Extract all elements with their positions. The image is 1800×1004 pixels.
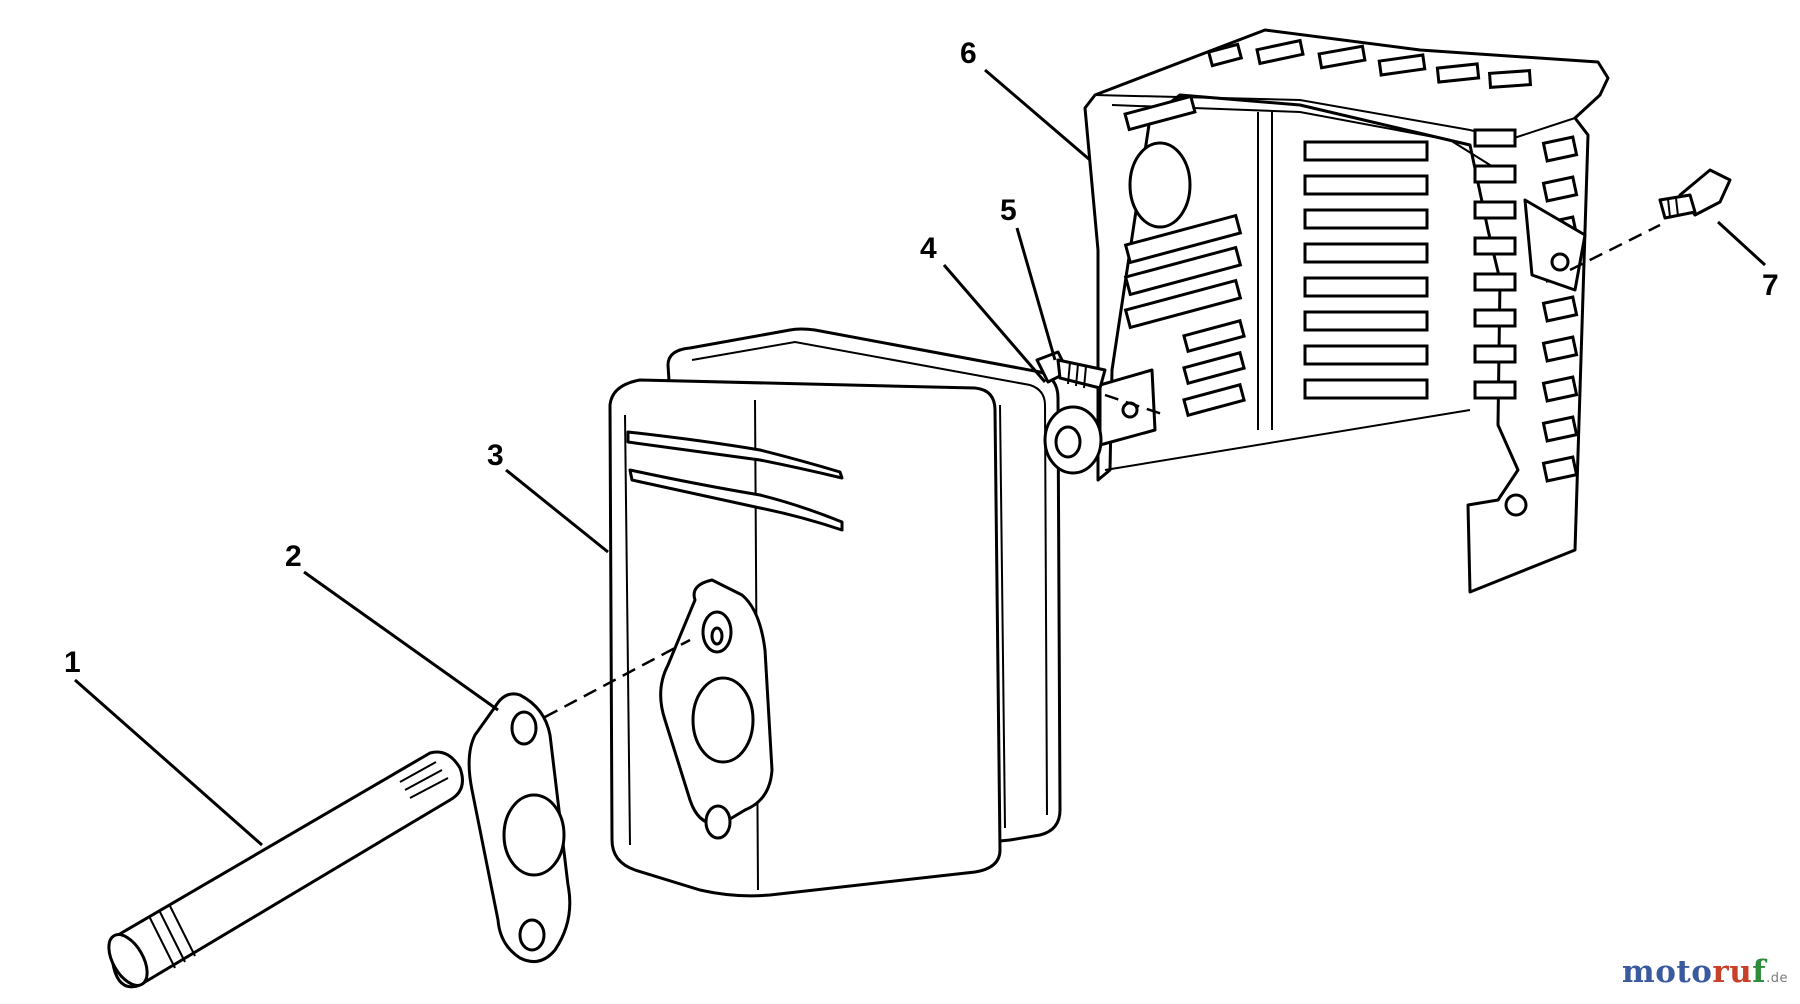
muffler — [608, 327, 1062, 898]
leader-line-3 — [505, 468, 609, 554]
leader-line-2 — [303, 570, 499, 712]
leader-line-6 — [984, 68, 1091, 162]
callout-2: 2 — [285, 540, 302, 573]
leader-line-1 — [74, 678, 263, 847]
callout-3: 3 — [487, 439, 504, 472]
flange-bolt-left — [1035, 350, 1107, 390]
motoruf-watermark-logo: motoruf.de — [1621, 954, 1788, 990]
callout-4: 4 — [920, 232, 937, 265]
assembly-line-bolt-right — [1569, 223, 1661, 272]
heat-shield-top-slots — [1206, 38, 1533, 89]
lock-washer — [1043, 405, 1103, 475]
assembly-line-bolt-left — [1104, 393, 1166, 417]
heat-shield-hole — [1128, 141, 1192, 229]
assembly-line-gasket — [544, 638, 691, 719]
callout-7: 7 — [1762, 269, 1779, 302]
leader-line-4 — [942, 264, 1047, 383]
leader-line-5 — [1015, 227, 1057, 361]
heat-shield-center-slots — [1303, 140, 1429, 400]
callout-5: 5 — [1000, 194, 1017, 227]
leader-line-7 — [1716, 220, 1767, 267]
heat-shield-right-slots — [1473, 128, 1579, 483]
heat-shield-left-slots — [1123, 94, 1246, 418]
heat-shield — [1083, 28, 1610, 594]
exhaust-gasket — [467, 692, 572, 964]
flange-bolt-right — [1658, 168, 1732, 220]
callout-6: 6 — [960, 37, 977, 70]
callout-1: 1 — [64, 646, 81, 679]
exhaust-stud — [107, 750, 464, 989]
